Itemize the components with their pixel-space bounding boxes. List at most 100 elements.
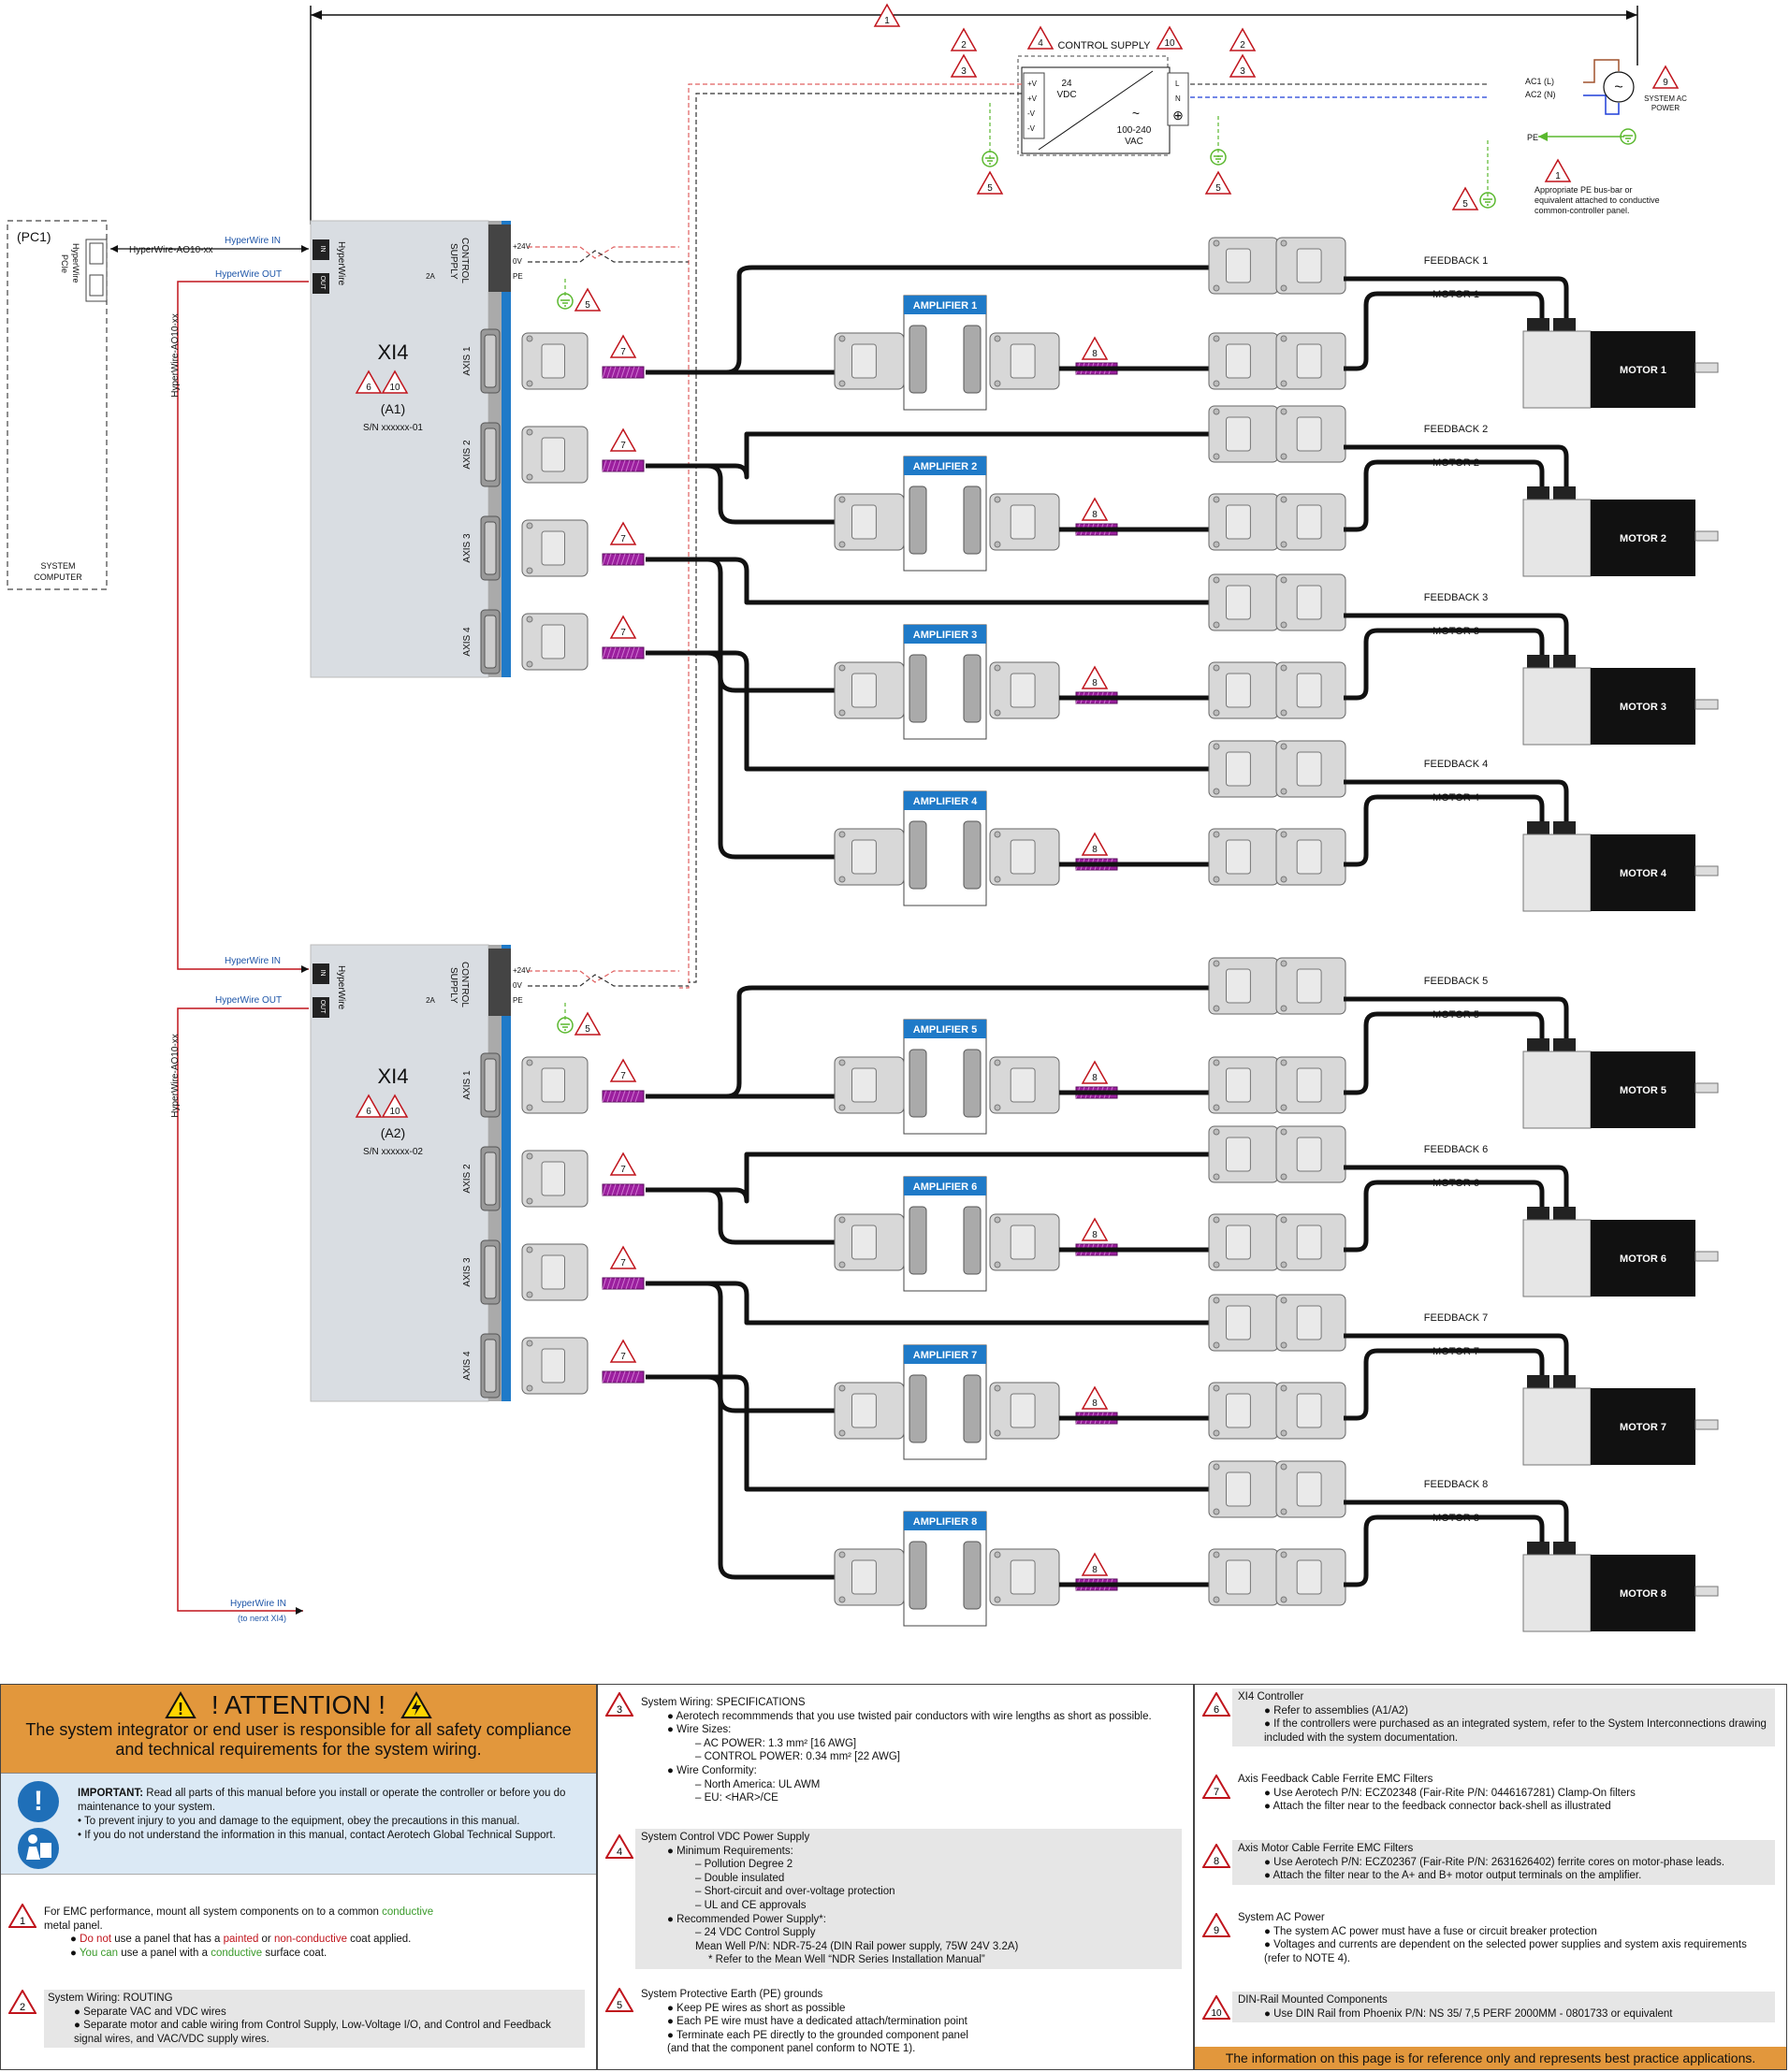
amplifier-port	[909, 325, 927, 394]
ferrite-hatch	[611, 646, 617, 659]
connector-screw	[1213, 1596, 1220, 1603]
connector-screw	[1280, 788, 1287, 795]
note-4-item: * Refer to the Mean Well “NDR Series Ins…	[708, 1954, 985, 1966]
connector-face	[851, 1559, 877, 1595]
connector-screw	[1213, 1173, 1220, 1181]
ferrite-hatch	[606, 553, 612, 566]
hyperwire-out-port-label: OUT	[319, 276, 326, 291]
supply-vac-unit: VAC	[1125, 137, 1143, 147]
motor-connector	[1553, 486, 1576, 500]
connector-screw	[838, 1216, 846, 1224]
connector-screw	[1280, 1261, 1287, 1268]
connector-face	[1010, 1224, 1036, 1260]
arrow-head	[301, 965, 309, 973]
axis-label: AXIS 2	[462, 1164, 473, 1194]
note-7-item: Attach the filter near to the feedback c…	[1273, 1801, 1611, 1813]
dimension-arrow	[1626, 10, 1637, 20]
note-triangle	[1229, 53, 1257, 78]
amplifier-input-connector	[834, 828, 905, 886]
amplifier: AMPLIFIER 1	[903, 295, 987, 411]
ferrite-hatch	[634, 1370, 640, 1384]
note-triangle-label: 1	[1555, 171, 1561, 181]
note-8-marker: 8	[1081, 665, 1109, 689]
note-triangle-label: 7	[620, 628, 626, 638]
amplifier-input-connector	[834, 1056, 905, 1114]
control-supply-connector	[488, 949, 511, 1016]
note-triangle-label: 8	[1092, 1073, 1098, 1083]
note-triangle	[1156, 25, 1184, 50]
hyperwire-in-port	[313, 964, 329, 984]
note-1-b1b: use a panel that has a	[111, 1934, 224, 1946]
arrow-head	[1538, 132, 1548, 141]
amplifier-label: AMPLIFIER 8	[913, 1516, 977, 1528]
control-supply-label: SUPPLY	[448, 967, 458, 1004]
motor-power-lead	[1344, 1348, 1545, 1421]
motor-cable-label: MOTOR 4	[1433, 792, 1479, 804]
ferrite-hatch	[634, 553, 640, 566]
dc-terminal-label: -V	[1027, 109, 1036, 118]
amplifier-output-connector	[989, 1056, 1060, 1114]
feedback-label: FEEDBACK 2	[1424, 424, 1488, 435]
connector-screw	[1280, 1429, 1287, 1437]
note-6-marker: 6	[355, 1094, 383, 1118]
system-interconnect-diagram: 1(PC1)HyperWirePCIeSYSTEMCOMPUTERHyperWi…	[7, 3, 1719, 1632]
connector-screw	[526, 616, 533, 623]
ferrite-hatch	[602, 1090, 607, 1103]
note-3-b3: Wire Conformity:	[676, 1764, 757, 1776]
ferrite-hatch	[620, 1370, 626, 1384]
amp-input-cable	[706, 650, 842, 860]
feedback-cable	[646, 1374, 1216, 1492]
connector-screw	[1280, 1596, 1287, 1603]
motor-power-lead	[1344, 628, 1545, 701]
note-8-marker: 8	[1081, 1385, 1109, 1410]
amp-input-cable	[706, 1281, 842, 1413]
connector-screw	[526, 1104, 533, 1111]
controller-supply-0v-line	[528, 250, 689, 263]
motor-inline-connector	[1208, 493, 1279, 551]
axis-label: AXIS 4	[462, 1351, 473, 1381]
note-9-title: System AC Power	[1238, 1912, 1325, 1923]
ac2-label: AC2 (N)	[1525, 90, 1556, 99]
note-number-icon: 8	[1202, 1844, 1230, 1868]
note-7-item: Use Aerotech P/N: ECZ02348 (Fair-Rite P/…	[1273, 1787, 1636, 1799]
ferrite-hatch	[611, 366, 617, 379]
motor-shaft	[1694, 530, 1719, 542]
amplifier-label: AMPLIFIER 5	[913, 1024, 977, 1036]
ferrite-hatch	[602, 1277, 607, 1290]
connector-screw	[1213, 576, 1220, 584]
feedback-ferrite	[602, 1370, 645, 1384]
note-triangle	[381, 369, 409, 394]
note-triangle	[609, 1058, 637, 1082]
note-triangle	[355, 1094, 383, 1118]
motor: MOTOR 4	[1522, 821, 1719, 912]
note-3-marker: 3	[950, 53, 978, 78]
note-triangle	[950, 53, 978, 78]
amplifier-output-connector	[989, 1548, 1060, 1606]
motor: MOTOR 3	[1522, 655, 1719, 746]
fuse-label: 2A	[426, 272, 435, 281]
connector-screw	[1280, 960, 1287, 967]
feedback-inline-connector	[1275, 1460, 1346, 1518]
connector-screw	[526, 1246, 533, 1253]
motor-inline-connector	[1275, 1548, 1346, 1606]
ferrite-hatch	[606, 1090, 612, 1103]
hyperwire-next-label: HyperWire IN	[230, 1599, 286, 1609]
amplifier-output-connector	[989, 493, 1060, 551]
ferrite-hatch	[602, 553, 607, 566]
motor-housing	[1522, 833, 1592, 912]
controller-name: XI4	[377, 1065, 408, 1088]
motor-power-lead	[1344, 291, 1545, 371]
amplifier-port	[963, 1206, 982, 1275]
connector-screw	[1280, 1216, 1287, 1224]
note-2-item: Separate VAC and VDC wires	[83, 2006, 226, 2018]
important-line-2: • To prevent injury to you and damage to…	[78, 1816, 520, 1827]
controller-body	[310, 944, 489, 1402]
connector-face	[1296, 248, 1322, 283]
connector-face	[1226, 343, 1251, 379]
motor-cable-label: MOTOR 3	[1433, 626, 1479, 637]
ferrite-hatch	[616, 1090, 621, 1103]
note-triangle-label: 2	[1240, 40, 1245, 51]
control-supply-title: CONTROL SUPPLY	[1057, 40, 1151, 51]
dc-positive-line	[679, 83, 1022, 989]
